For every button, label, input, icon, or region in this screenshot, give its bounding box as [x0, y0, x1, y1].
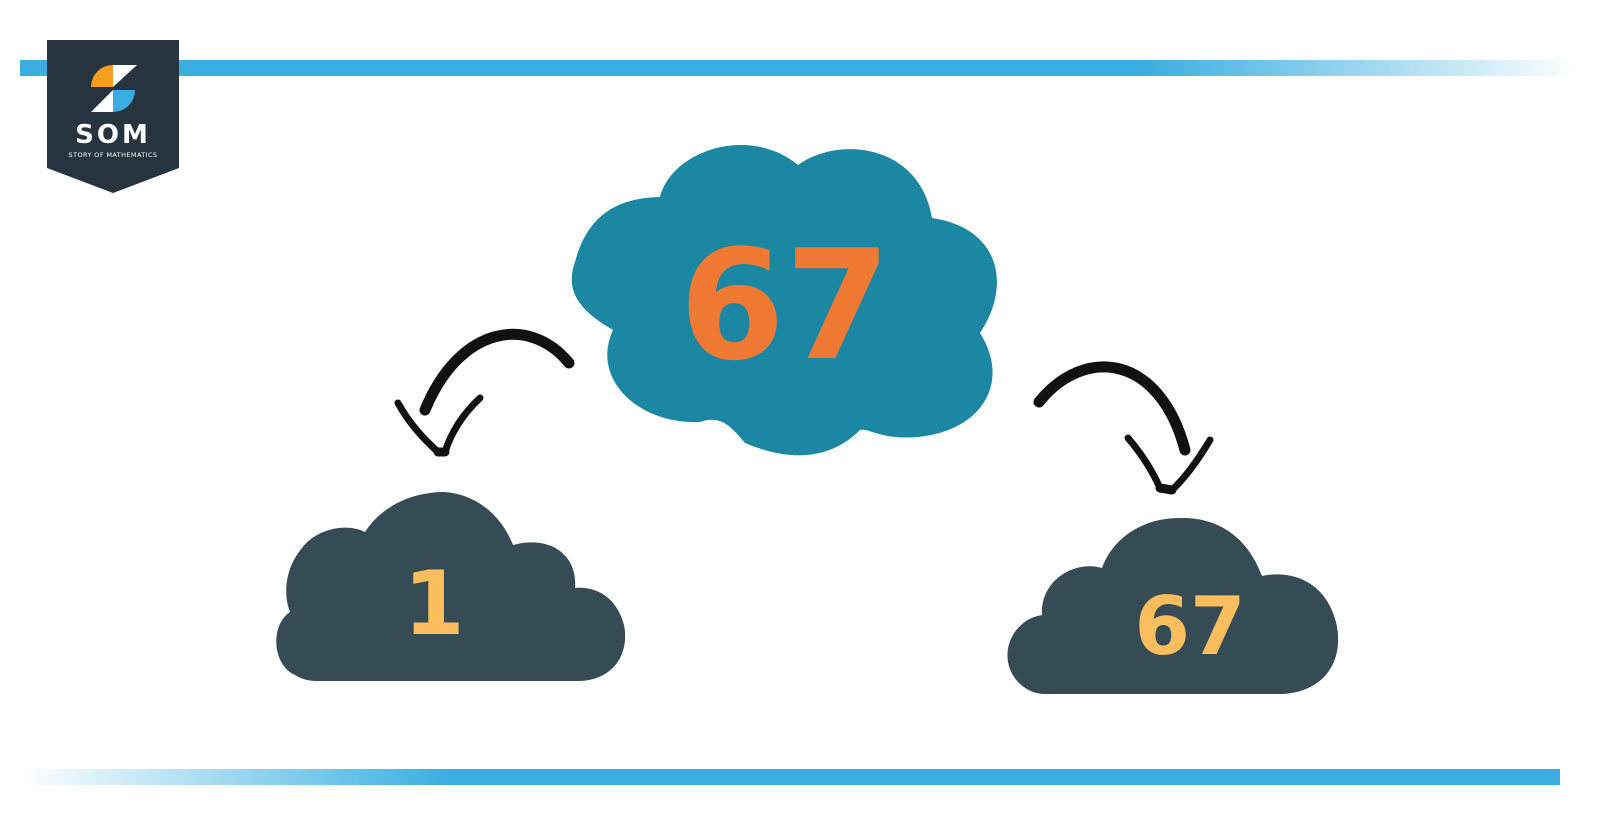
factor-cloud-left: 1	[276, 491, 626, 681]
som-logo: SOM STORY OF MATHEMATICS	[47, 40, 179, 196]
factor-label-right: 67	[1134, 580, 1245, 673]
logo-badge-shape	[47, 40, 179, 193]
arrow-left-icon	[394, 328, 575, 457]
logo-name: SOM	[75, 120, 151, 150]
top-decorative-band	[20, 60, 1580, 76]
factor-cloud-right-shape	[1007, 517, 1339, 694]
factor-label-left: 1	[403, 552, 464, 655]
logo-mark-icon	[91, 65, 137, 112]
factor-cloud-right: 67	[1007, 517, 1339, 694]
number-label: 67	[679, 217, 891, 394]
arrow-right-icon	[1033, 361, 1214, 495]
bottom-decorative-band	[20, 769, 1560, 785]
factor-cloud-left-shape	[276, 491, 626, 681]
number-cloud: 67	[571, 145, 997, 456]
logo-tagline: STORY OF MATHEMATICS	[68, 151, 158, 159]
number-cloud-shape	[571, 145, 997, 456]
